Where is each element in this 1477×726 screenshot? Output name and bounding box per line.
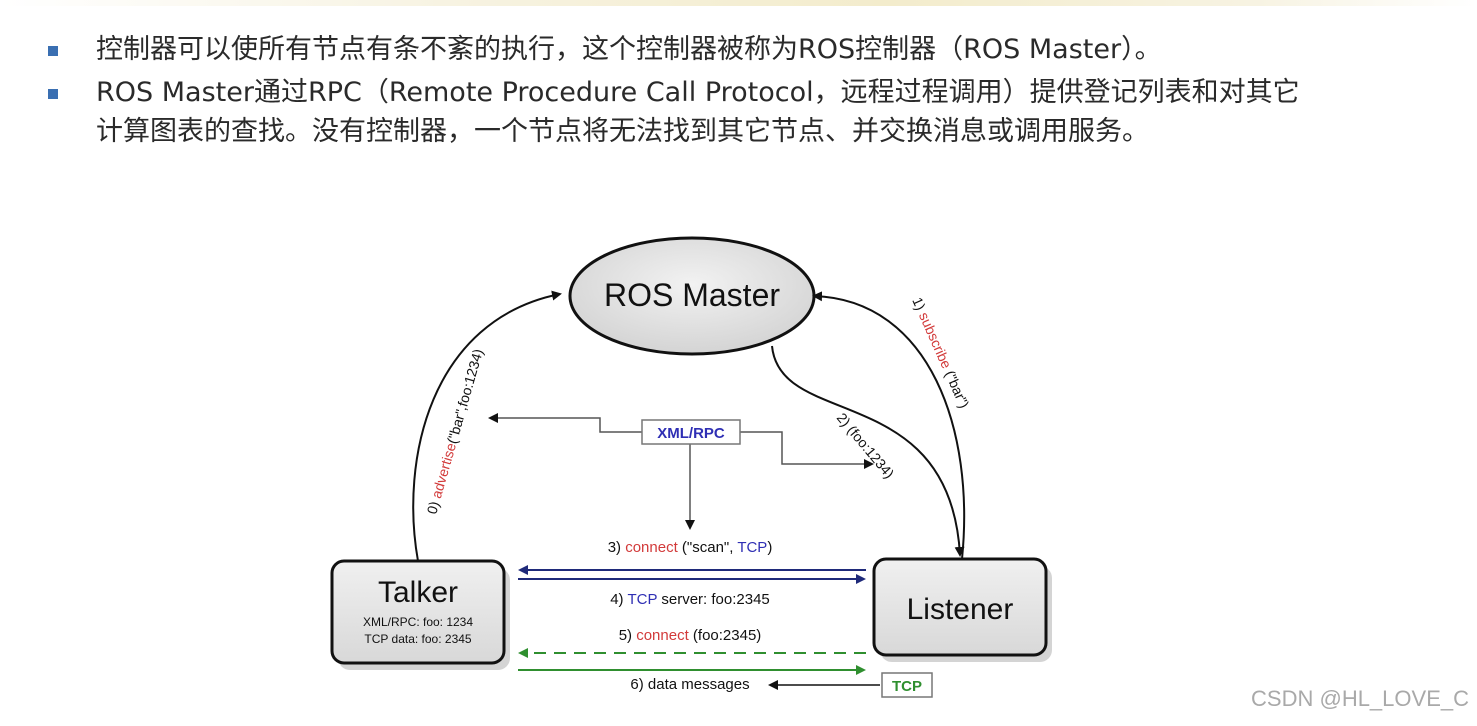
step0-label: 0) advertise("bar",foo:1234) bbox=[424, 347, 487, 516]
lookup-reply-arrow bbox=[771, 345, 965, 557]
subscribe-arrow bbox=[812, 291, 966, 560]
advertise-arrow bbox=[412, 290, 562, 562]
talker-xmlrpc-port: XML/RPC: foo: 1234 bbox=[363, 615, 473, 629]
tcp-box: TCP bbox=[881, 672, 933, 698]
step3-label: 3) connect ("scan", TCP) bbox=[608, 539, 773, 556]
top-color-band bbox=[0, 0, 1477, 6]
xmlrpc-box: XML/RPC bbox=[641, 419, 741, 445]
bullet-square-icon bbox=[48, 89, 58, 99]
talker-title: Talker bbox=[378, 576, 458, 609]
bullet-list: 控制器可以使所有节点有条不紊的执行，这个控制器被称为ROS控制器（ROS Mas… bbox=[48, 30, 1458, 151]
xmlrpc-connectors bbox=[488, 413, 874, 530]
listener-title: Listener bbox=[907, 593, 1014, 626]
bullet-text-line1: ROS Master通过RPC（Remote Procedure Call Pr… bbox=[96, 77, 1300, 108]
xmlrpc-label: XML/RPC bbox=[657, 425, 725, 442]
tcp-label: TCP bbox=[892, 678, 922, 695]
talker-node: Talker XML/RPC: foo: 1234 TCP data: foo:… bbox=[330, 559, 510, 670]
bullet-text: 控制器可以使所有节点有条不紊的执行，这个控制器被称为ROS控制器（ROS Mas… bbox=[96, 34, 1162, 65]
watermark: CSDN @HL_LOVE_C bbox=[1251, 686, 1469, 711]
step6-label: 6) data messages bbox=[630, 676, 749, 693]
bullet-item-2: ROS Master通过RPC（Remote Procedure Call Pr… bbox=[48, 73, 1458, 151]
step2-label: 2) (foo:1234) bbox=[834, 410, 898, 482]
step5-label: 5) connect (foo:2345) bbox=[619, 627, 762, 644]
step4-label: 4) TCP server: foo:2345 bbox=[610, 591, 770, 608]
bullet-item-1: 控制器可以使所有节点有条不紊的执行，这个控制器被称为ROS控制器（ROS Mas… bbox=[48, 30, 1458, 69]
listener-node: Listener bbox=[872, 557, 1052, 662]
bullet-text-line2: 计算图表的查找。没有控制器，一个节点将无法找到其它节点、并交换消息或调用服务。 bbox=[96, 116, 1149, 147]
ros-master-label: ROS Master bbox=[604, 277, 780, 313]
bullet-square-icon bbox=[48, 46, 58, 56]
talker-tcp-port: TCP data: foo: 2345 bbox=[364, 632, 472, 646]
ros-master-node: ROS Master bbox=[568, 236, 816, 356]
